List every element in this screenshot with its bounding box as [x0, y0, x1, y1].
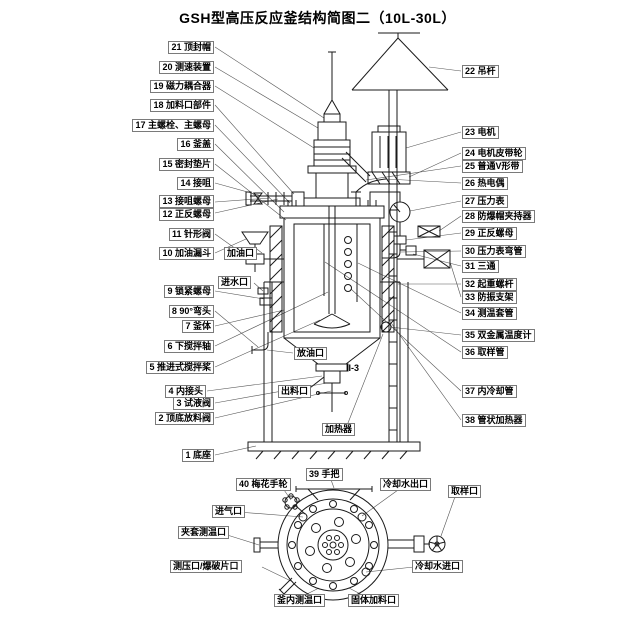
part-label: 35 双金属温度计: [462, 329, 535, 342]
part-label: 38 管状加热器: [462, 414, 526, 427]
part-label: 20 测速装置: [159, 61, 214, 74]
leader-lines: [206, 46, 462, 599]
top-view: [253, 486, 446, 601]
vessel: [245, 191, 395, 412]
port-label-cooling-in: 冷却水进口: [412, 560, 464, 573]
part-label: 8 90°弯头: [168, 305, 214, 318]
part-label: 21 顶封帽: [168, 41, 214, 54]
port-label-discharge: 出料口: [278, 385, 312, 398]
page-title: GSH型高压反应釜结构简图二（10L-30L）: [179, 10, 456, 26]
part-label: 29 正反螺母: [462, 227, 517, 240]
port-label-oil-fill: 加油口: [224, 247, 258, 260]
part-label: 16 釜盖: [177, 138, 214, 151]
part-label: 19 磁力耦合器: [150, 80, 214, 93]
port-label-cooling-out: 冷却水出口: [380, 478, 432, 491]
part-label: 12 正反螺母: [159, 208, 214, 221]
part-label: 26 热电偶: [462, 177, 508, 190]
port-label-solid-feed: 固体加料口: [348, 594, 400, 607]
part-label: 7 釜体: [182, 320, 214, 333]
part-label: 32 起重螺杆: [462, 278, 517, 291]
part-label: 1 底座: [182, 449, 214, 462]
hoist-frame: [323, 32, 449, 115]
part-label: 39 手把: [306, 468, 343, 481]
part-label: 15 密封垫片: [159, 158, 214, 171]
part-label: 17 主螺栓、主螺母: [132, 119, 214, 132]
port-label-jacket-temp: 夹套测温口: [178, 526, 230, 539]
part-label: 28 防爆帽夹持器: [462, 210, 535, 223]
port-label-pressure-burst: 测压口/爆破片口: [170, 560, 242, 573]
part-label: 31 三通: [462, 260, 499, 273]
part-label: 37 内冷却管: [462, 385, 517, 398]
part-label: 9 锁紧螺母: [164, 285, 214, 298]
port-label-sampling: 取样口: [448, 485, 482, 498]
part-label: 18 加料口部件: [150, 99, 214, 112]
part-label: 24 电机皮带轮: [462, 147, 526, 160]
part-label: 6 下搅拌轴: [164, 340, 214, 353]
port-label-gas-in: 进气口: [212, 505, 246, 518]
port-label-water-in: 进水口: [218, 276, 252, 289]
part-label: 5 推进式搅拌桨: [146, 361, 214, 374]
part-label: 33 防振支架: [462, 291, 517, 304]
part-label: 14 接咀: [177, 177, 214, 190]
stand: [247, 281, 421, 460]
part-label: 3 试液阀: [173, 397, 214, 410]
motor-assembly: [341, 125, 411, 185]
lifting-column: [388, 90, 398, 442]
part-label: 40 梅花手轮: [236, 478, 291, 491]
part-label: 11 针形阀: [168, 228, 214, 241]
part-label: 10 加油漏斗: [159, 247, 214, 260]
port-label-inner-temp: 釜内测温口: [274, 594, 326, 607]
part-label: 25 普通V形带: [462, 160, 523, 173]
gauge-assembly: [351, 178, 451, 333]
section-mark: II-3: [346, 363, 360, 373]
port-label-oil-drain: 放油口: [294, 347, 328, 360]
part-label: 34 测温套管: [462, 307, 517, 320]
part-label: 23 电机: [462, 126, 499, 139]
part-label: 36 取样管: [462, 346, 508, 359]
part-label: 30 压力表弯管: [462, 245, 526, 258]
port-label-heater: 加热器: [322, 423, 356, 436]
part-label: 2 顶底放料阀: [155, 412, 214, 425]
part-label: 13 接咀螺母: [159, 195, 214, 208]
part-label: 27 压力表: [462, 195, 508, 208]
part-label: 22 吊杆: [462, 65, 499, 78]
